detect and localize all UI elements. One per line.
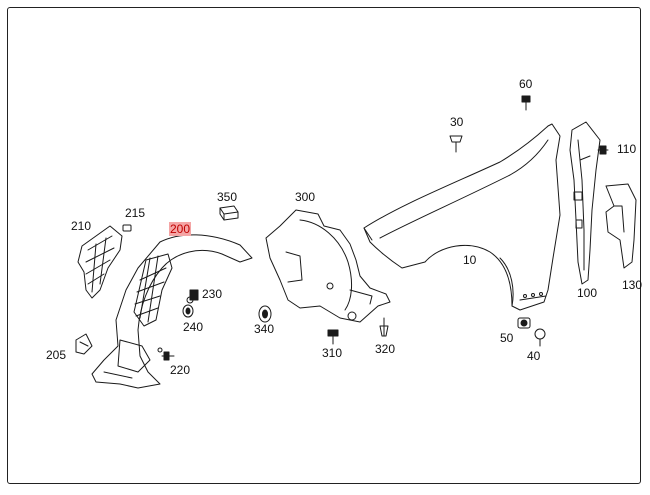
- side-bracket-part[interactable]: [606, 184, 636, 268]
- label-220[interactable]: 220: [170, 363, 191, 377]
- label-205[interactable]: 205: [46, 348, 67, 362]
- label-200[interactable]: 200: [169, 222, 192, 236]
- label-230[interactable]: 230: [202, 287, 223, 301]
- nut-50-part[interactable]: [518, 318, 530, 328]
- label-10[interactable]: 10: [463, 253, 477, 267]
- fender-part[interactable]: [364, 124, 560, 310]
- label-340[interactable]: 340: [254, 322, 275, 336]
- label-30[interactable]: 30: [450, 115, 464, 129]
- label-350[interactable]: 350: [217, 190, 238, 204]
- label-60[interactable]: 60: [519, 77, 533, 91]
- label-130[interactable]: 130: [622, 278, 643, 292]
- front-liner-part[interactable]: [92, 235, 252, 388]
- rivet-320-part[interactable]: [380, 318, 388, 336]
- screw-310-part[interactable]: [328, 330, 338, 344]
- block-350-part[interactable]: [220, 206, 238, 220]
- label-215[interactable]: 215: [125, 206, 146, 220]
- label-40[interactable]: 40: [527, 349, 541, 363]
- label-210[interactable]: 210: [71, 219, 92, 233]
- screw-220-part[interactable]: [162, 352, 174, 360]
- clip-110-part[interactable]: [598, 146, 608, 154]
- bracket-part[interactable]: [570, 122, 600, 284]
- rear-liner-part[interactable]: [266, 210, 390, 322]
- nut-230-part[interactable]: [190, 290, 198, 300]
- label-240[interactable]: 240: [183, 320, 204, 334]
- label-320[interactable]: 320: [375, 342, 396, 356]
- label-100[interactable]: 100: [577, 286, 598, 300]
- diagram-frame: [7, 7, 641, 484]
- label-50[interactable]: 50: [500, 331, 514, 345]
- label-310[interactable]: 310: [322, 346, 343, 360]
- bolt-40-part[interactable]: [535, 329, 545, 346]
- grommet-240-part[interactable]: [183, 305, 193, 317]
- grommet-340-part[interactable]: [259, 306, 271, 322]
- label-110[interactable]: 110: [617, 142, 637, 156]
- clip-215-part[interactable]: [123, 225, 131, 231]
- label-300[interactable]: 300: [295, 190, 316, 204]
- clip-205-part[interactable]: [76, 334, 92, 354]
- screw-30-part[interactable]: [450, 136, 462, 152]
- grille-210-part[interactable]: [78, 226, 122, 298]
- bolt-60-part[interactable]: [522, 96, 530, 110]
